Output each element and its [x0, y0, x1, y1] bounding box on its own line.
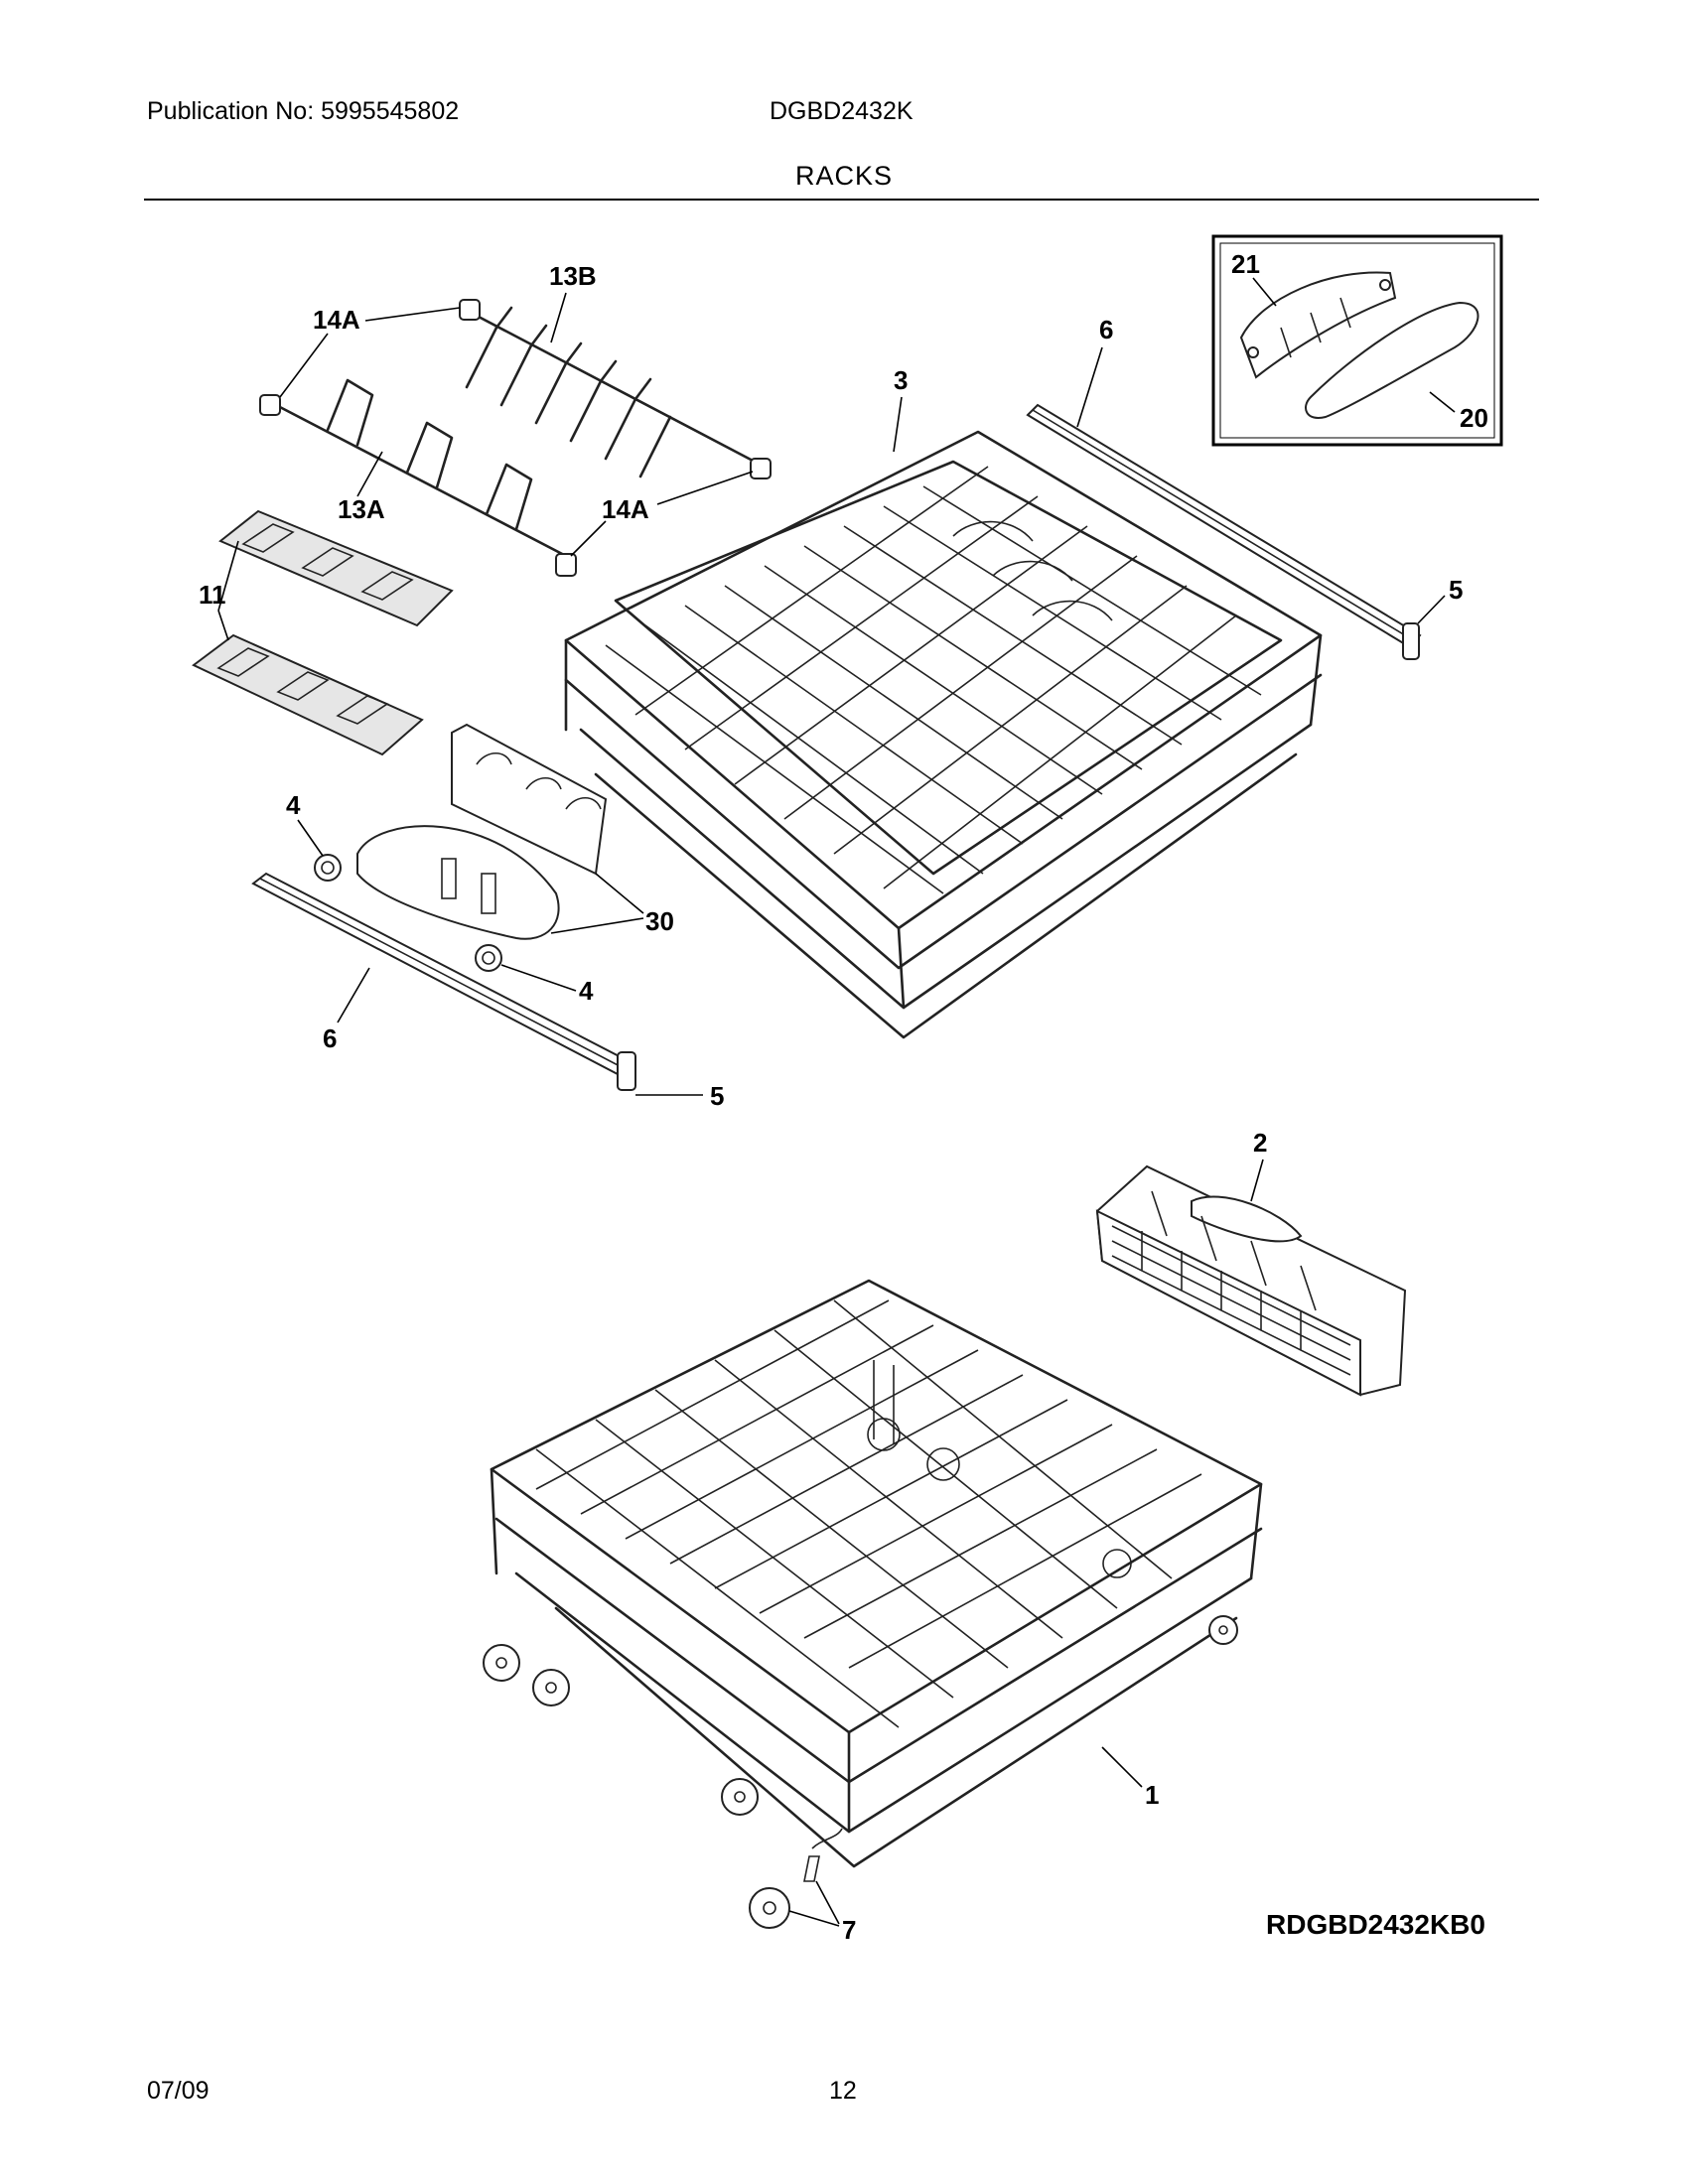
callout-11: 11 — [199, 580, 226, 610]
rail-6-left-drawing — [251, 872, 636, 1091]
callout-21: 21 — [1231, 249, 1260, 279]
adjuster-30-drawing — [356, 723, 608, 940]
leader-20 — [1429, 391, 1456, 413]
cup-shelf-11-upper-drawing — [218, 509, 454, 627]
callout-3: 3 — [894, 365, 908, 395]
inset-box: 21 20 — [1211, 234, 1503, 447]
leader-14a-upper-a — [364, 307, 461, 322]
leader-14a-lower-b — [570, 520, 607, 557]
callout-5-right: 5 — [1449, 575, 1463, 605]
clip-14a-4 — [555, 553, 577, 577]
clip-14a-3 — [259, 394, 281, 416]
callout-6-right: 6 — [1099, 315, 1113, 344]
leader-13a — [356, 451, 383, 497]
callout-1: 1 — [1145, 1780, 1159, 1810]
cup-shelf-11-lower-drawing — [192, 633, 424, 756]
part-20-drawing — [1305, 301, 1479, 419]
callout-4-lower: 4 — [579, 976, 594, 1006]
knob-4-upper — [314, 854, 342, 882]
footer-date: 07/09 — [147, 2077, 210, 2105]
endcap-5-right — [1402, 622, 1420, 660]
leader-7-b — [815, 1880, 840, 1925]
callout-7: 7 — [842, 1915, 856, 1945]
leader-1 — [1101, 1746, 1143, 1788]
leader-30-b — [550, 917, 644, 934]
clip-14a-1 — [459, 299, 481, 321]
header-divider — [144, 199, 1539, 201]
callout-2: 2 — [1253, 1128, 1267, 1158]
callout-30: 30 — [645, 906, 674, 936]
leader-6-left — [337, 967, 370, 1024]
lower-rack-1-drawing — [490, 1279, 1263, 1868]
publication-number: Publication No: 5995545802 — [147, 97, 460, 125]
wheel-2 — [532, 1669, 570, 1706]
leader-7-a — [788, 1910, 840, 1927]
leader-14a-lower-a — [656, 471, 754, 505]
drawing-code: RDGBD2432KB0 — [1266, 1909, 1485, 1940]
callout-14a-lower: 14A — [602, 494, 649, 524]
leader-14a-upper-b — [279, 333, 329, 398]
leader-5-right — [1417, 595, 1446, 624]
leader-4-upper — [297, 819, 324, 857]
silverware-basket-2-drawing — [1095, 1164, 1407, 1397]
leader-11-b — [217, 610, 229, 641]
endcap-5-left — [617, 1051, 636, 1091]
wheel-4 — [1208, 1615, 1238, 1645]
rail-6-right-drawing — [1026, 403, 1422, 660]
callout-13a: 13A — [338, 494, 385, 524]
leader-30-a — [595, 873, 644, 914]
wheel-3 — [721, 1778, 759, 1816]
callout-13b: 13B — [549, 261, 597, 291]
callout-6-left: 6 — [323, 1024, 337, 1053]
leader-13b — [550, 292, 567, 343]
knob-4-lower — [475, 944, 502, 972]
upper-rack-drawing — [564, 430, 1323, 1039]
tine-row-13b-drawing — [459, 299, 772, 479]
page-title: RACKS — [794, 161, 894, 191]
leader-21 — [1252, 277, 1277, 307]
callout-14a-upper: 14A — [313, 305, 360, 335]
callout-5-left: 5 — [710, 1081, 724, 1111]
clip-14a-2 — [750, 458, 772, 479]
leader-3 — [893, 396, 903, 453]
leader-2 — [1250, 1159, 1264, 1202]
tine-row-13a-drawing — [259, 378, 577, 577]
model-number: DGBD2432K — [770, 97, 914, 125]
callout-4-upper: 4 — [286, 790, 301, 820]
wheel-1 — [483, 1644, 520, 1682]
wheel-7-detail — [749, 1828, 843, 1929]
leader-4-lower — [500, 964, 577, 992]
callout-20: 20 — [1460, 403, 1488, 433]
leader-6-right — [1076, 346, 1103, 428]
page-number: 12 — [829, 2077, 857, 2105]
leader-11-a — [217, 540, 239, 612]
